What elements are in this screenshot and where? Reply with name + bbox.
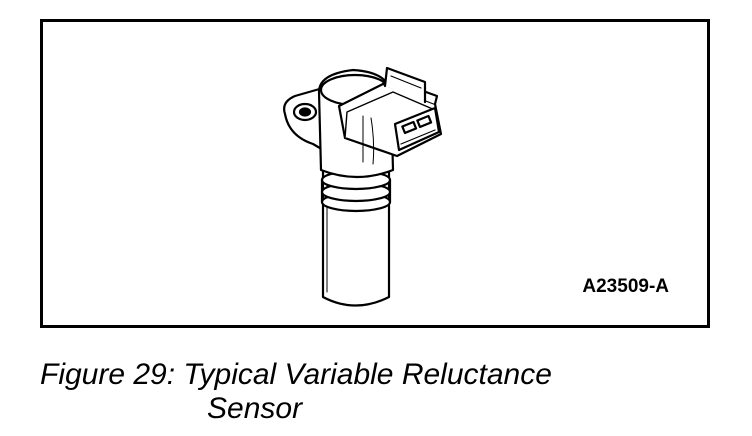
connector-pin-2 [416, 114, 433, 129]
part-number-label: A23509-A [582, 276, 669, 297]
caption-line-1: Figure 29: Typical Variable Reluctance [40, 358, 552, 391]
connector-latch [383, 66, 427, 104]
caption-line-2: Sensor [207, 392, 303, 425]
figure-frame: A23509-A [40, 19, 710, 328]
sensor-illustration [283, 66, 443, 307]
figure-caption: Figure 29: Typical Variable Reluctance S… [40, 358, 552, 426]
connector-pin-1 [401, 120, 418, 135]
